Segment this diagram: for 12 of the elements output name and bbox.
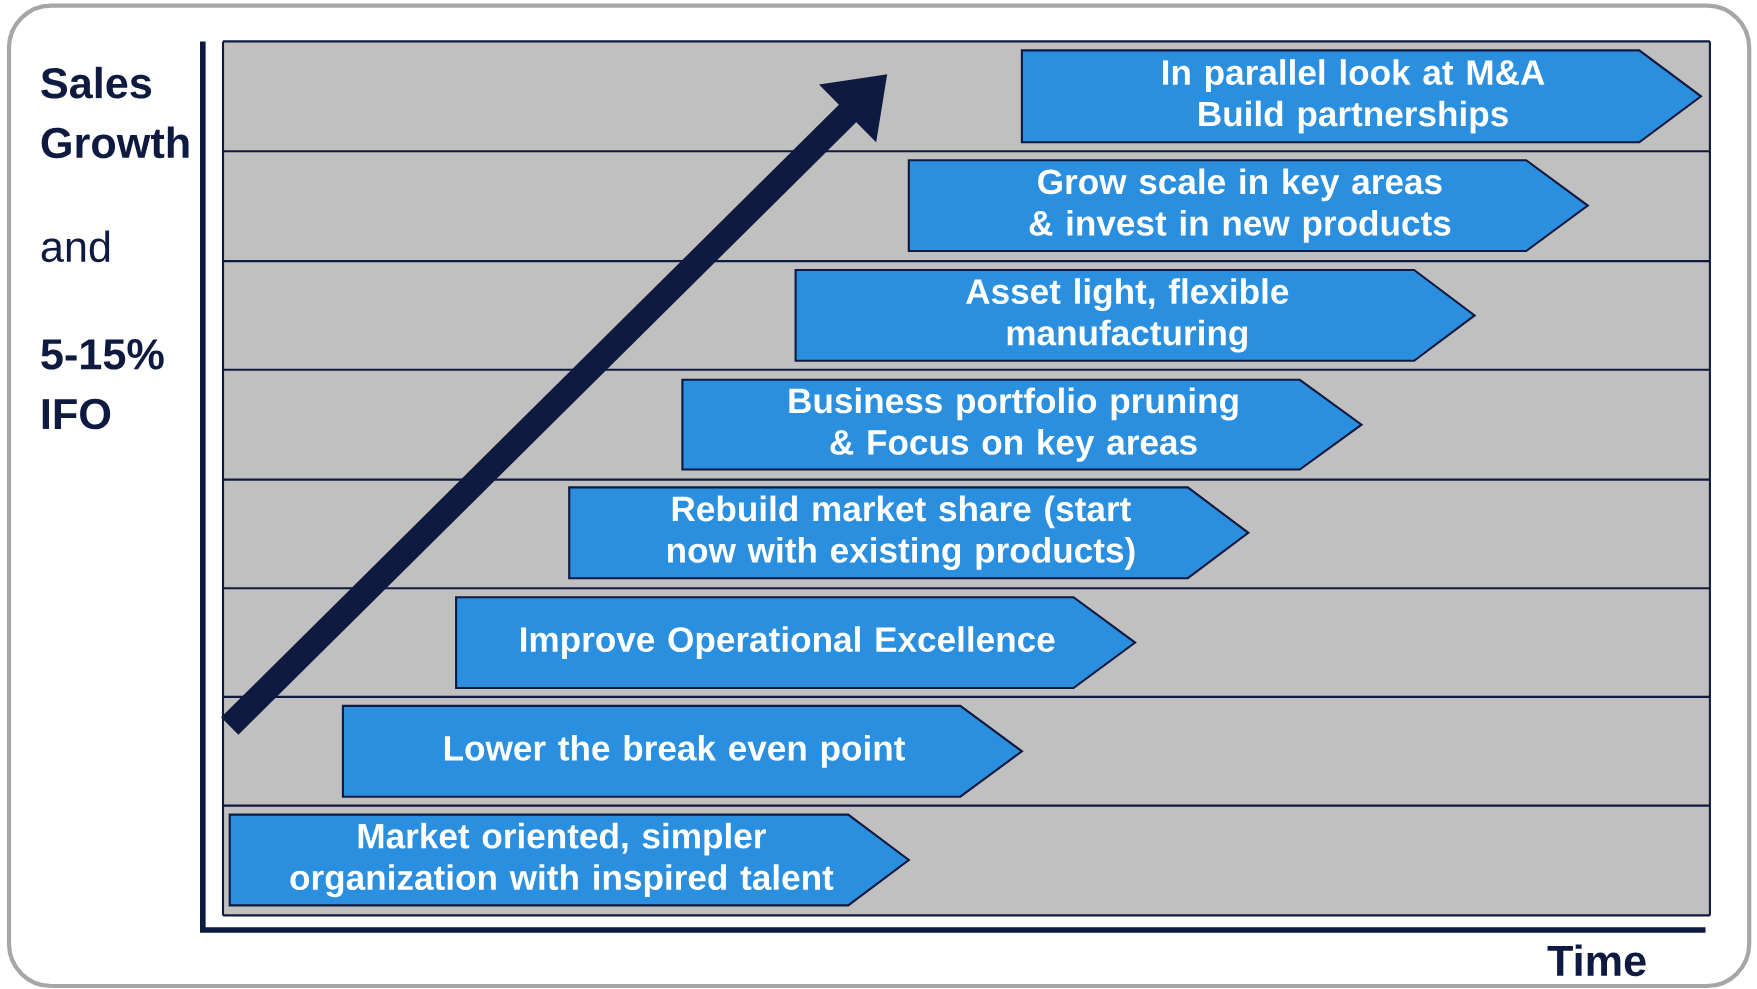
axis-label: and (41, 230, 110, 262)
axis-label: Time (1547, 944, 1646, 976)
step-banner: Rebuild market share (start now with existing products) (568, 486, 1251, 580)
axis-label: 5-15% IFO (41, 338, 164, 430)
step-banner: Asset light, flexible manufacturing (794, 268, 1477, 362)
step-banner: In parallel look at M&A Build partnerships (1020, 49, 1703, 144)
step-banner: Lower the break even point (341, 704, 1024, 798)
step-banner: Improve Operational Excellence (455, 595, 1137, 689)
axis-label: Sales Growth (41, 66, 189, 159)
step-banner: Business portfolio pruning & Focus on key areas (681, 378, 1364, 471)
step-banner: Grow scale in key areas & invest in new products (907, 158, 1590, 252)
step-banner: Market oriented, simpler organization with inspired talent (228, 813, 911, 907)
